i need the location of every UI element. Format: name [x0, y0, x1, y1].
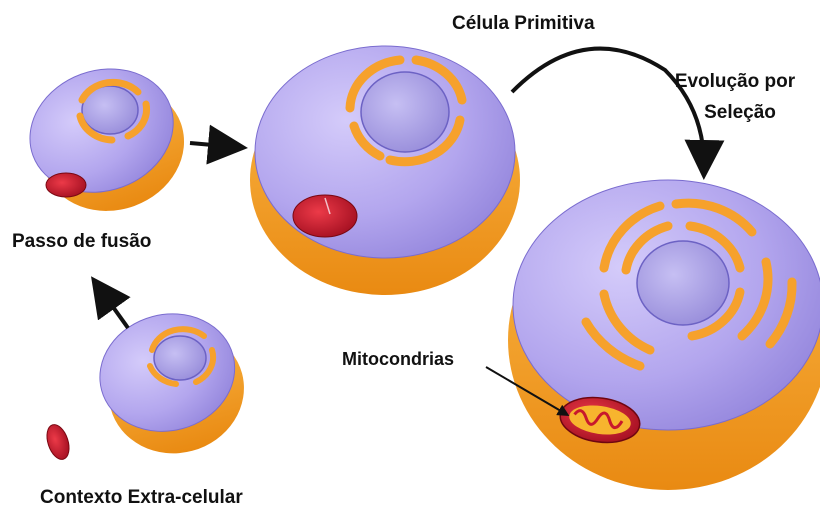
- label-evolution-line2: Seleção: [704, 102, 776, 123]
- engulfed-mitochondrion: [293, 195, 357, 237]
- label-fusion-step: Passo de fusão: [12, 231, 151, 252]
- arrow-evolution: [512, 49, 704, 168]
- label-mitochondria: Mitocondrias: [342, 349, 454, 369]
- primitive-cell: [250, 46, 520, 295]
- arrow-to-primitive-cell: [190, 143, 236, 147]
- free-mitochondrion: [43, 422, 73, 462]
- nucleus: [361, 72, 449, 152]
- engulfed-mitochondrion: [46, 173, 86, 197]
- label-evolution-line1: Evolução por: [675, 71, 796, 92]
- arrow-to-fusion-step: [98, 286, 128, 328]
- evolved-cell: [508, 180, 820, 490]
- label-primitive-cell: Célula Primitiva: [452, 13, 595, 34]
- label-extracellular-context: Contexto Extra-celular: [40, 487, 243, 508]
- nucleus: [154, 336, 206, 380]
- nucleus: [637, 241, 729, 325]
- host-cell-organelles: [150, 329, 213, 384]
